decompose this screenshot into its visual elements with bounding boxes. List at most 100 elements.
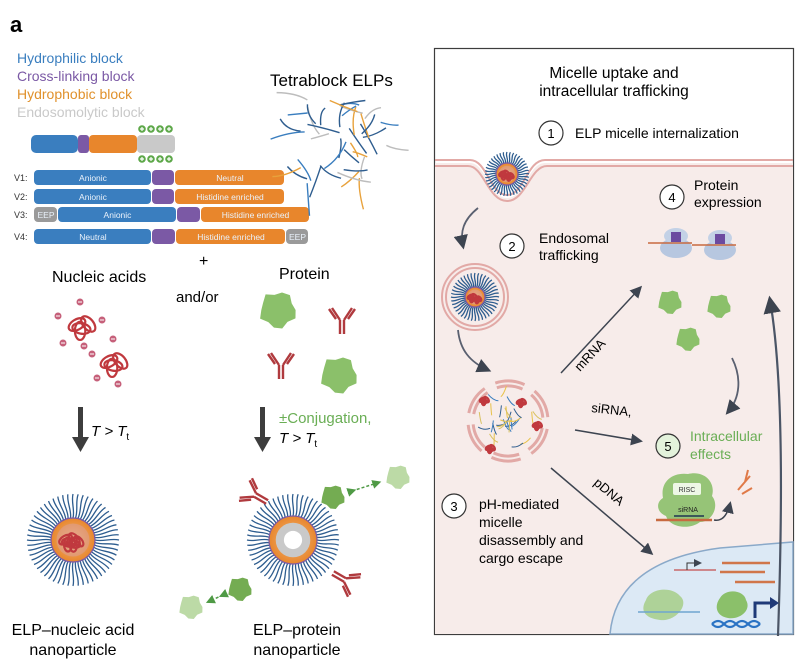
arrow-sirna-protein xyxy=(574,429,643,446)
protein-icon xyxy=(676,327,700,352)
np-right-label-line1: ELP–protein xyxy=(253,622,341,639)
step-2-circle xyxy=(499,233,525,259)
step-4-circle xyxy=(659,184,685,210)
antibody-icon xyxy=(267,352,295,379)
arrow-pdna xyxy=(550,467,654,555)
disassembling-micelle xyxy=(466,379,550,463)
arrow-mrna xyxy=(560,285,643,374)
protein-icon xyxy=(658,290,682,315)
step-5-number: 5 xyxy=(664,439,671,454)
block-hydrophilic xyxy=(31,135,78,153)
variant-row: V1: Anionic Neutral xyxy=(14,170,284,185)
variant-label: V4: xyxy=(14,232,28,242)
nucleic-acid-illustration xyxy=(54,298,129,388)
step-4-number: 4 xyxy=(668,190,675,205)
step-3-number: 3 xyxy=(450,499,457,514)
segment-label: Neutral xyxy=(79,232,107,242)
arrow-protein-to-effects xyxy=(725,357,741,415)
segment-hydrophilic xyxy=(34,170,151,185)
segment-endosomolytic xyxy=(34,207,57,222)
segment-crosslink xyxy=(152,189,174,204)
condition-left: T > Tt xyxy=(91,423,129,443)
protein-icon xyxy=(179,595,203,620)
segment-crosslink xyxy=(177,207,200,222)
protein-icon xyxy=(707,294,731,319)
step-4-label-line1: Protein xyxy=(694,177,738,193)
arrow-right-down xyxy=(254,407,271,452)
equilibrium-arrow xyxy=(205,589,229,604)
step-1: 1 ELP micelle internalization xyxy=(538,120,739,146)
segment-hydrophilic xyxy=(34,189,151,204)
variant-row: V4: Neutral Histidine enriched EEP xyxy=(14,229,308,244)
tetrablock-network-illustration xyxy=(270,91,409,216)
endosome-micelle xyxy=(441,263,509,331)
protein-icon xyxy=(228,577,252,602)
nucleic-acids-label: Nucleic acids xyxy=(52,269,146,286)
expressed-proteins xyxy=(658,290,731,352)
protein-icon xyxy=(321,485,345,510)
step-3-label-line3: disassembly and xyxy=(479,532,583,548)
block-endosomolytic xyxy=(137,135,175,153)
right-panel-title-line1: Micelle uptake and xyxy=(549,65,678,82)
segment-label: Anionic xyxy=(104,210,133,220)
segment-hydrophobic xyxy=(175,189,284,204)
tetrablock-schematic xyxy=(31,125,175,163)
step-3-label-line2: micelle xyxy=(479,514,523,530)
step-5-label-line2: effects xyxy=(690,446,731,462)
variant-label: V2: xyxy=(14,192,28,202)
segment-hydrophilic xyxy=(58,207,176,222)
protein-label: Protein xyxy=(279,266,330,283)
step-5-label-line1: Intracellular xyxy=(690,428,763,444)
step-2-label-line2: trafficking xyxy=(539,247,599,263)
positive-charges-top xyxy=(138,125,173,133)
segment-label: Histidine enriched xyxy=(197,232,265,242)
positive-charges-bottom xyxy=(138,155,173,163)
step-2-label-line1: Endosomal xyxy=(539,230,609,246)
segment-label: Anionic xyxy=(79,173,108,183)
risc-sirna-label: siRNA xyxy=(678,507,698,514)
legend-endosomolytic: Endosomolytic block xyxy=(17,104,146,120)
legend: Hydrophilic block Cross-linking block Hy… xyxy=(17,50,146,120)
segment-label: Histidine enriched xyxy=(222,210,290,220)
step-2: 2 Endosomal trafficking xyxy=(499,230,609,263)
label-sirna: siRNA, xyxy=(591,400,633,419)
step-4: 4 Protein expression xyxy=(659,177,762,210)
risc-complex: RISC siRNA xyxy=(656,469,753,527)
segment-crosslink xyxy=(152,229,175,244)
legend-crosslinking: Cross-linking block xyxy=(17,68,135,84)
step-3-label-line4: cargo escape xyxy=(479,550,563,566)
block-hydrophobic xyxy=(89,135,137,153)
antibody-icon xyxy=(331,570,362,598)
segment-crosslink xyxy=(152,170,174,185)
internalizing-micelle xyxy=(484,151,530,197)
step-3-circle xyxy=(441,493,467,519)
step-5-circle xyxy=(655,433,681,459)
right-panel-title-line2: intracellular trafficking xyxy=(539,83,689,100)
np-left-label-line2: nanoparticle xyxy=(29,642,116,659)
segment-label: Anionic xyxy=(79,192,108,202)
segment-label: EEP xyxy=(289,232,306,242)
step-1-number: 1 xyxy=(547,126,554,141)
segment-endosomolytic xyxy=(286,229,308,244)
nucleus-contents xyxy=(638,559,779,629)
ribosomes xyxy=(648,228,736,260)
right-panel: Micelle uptake and intracellular traffic… xyxy=(433,47,795,637)
antibody-icon xyxy=(328,307,356,334)
arrow-nucleus-to-expression xyxy=(763,295,783,637)
legend-hydrophilic: Hydrophilic block xyxy=(17,50,124,66)
segment-hydrophobic xyxy=(175,170,284,185)
variant-label: V1: xyxy=(14,173,28,183)
protein-icon xyxy=(386,465,410,490)
segment-label: Neutral xyxy=(216,173,244,183)
step-1-circle xyxy=(538,120,564,146)
step-3-label-line1: pH-mediated xyxy=(479,496,559,512)
protein-illustration xyxy=(260,292,357,394)
arrow-left-down xyxy=(72,407,89,452)
step-5: 5 Intracellular effects xyxy=(655,428,763,462)
legend-hydrophobic: Hydrophobic block xyxy=(17,86,133,102)
antibody-icon xyxy=(238,477,269,505)
protein-icon xyxy=(321,357,357,394)
